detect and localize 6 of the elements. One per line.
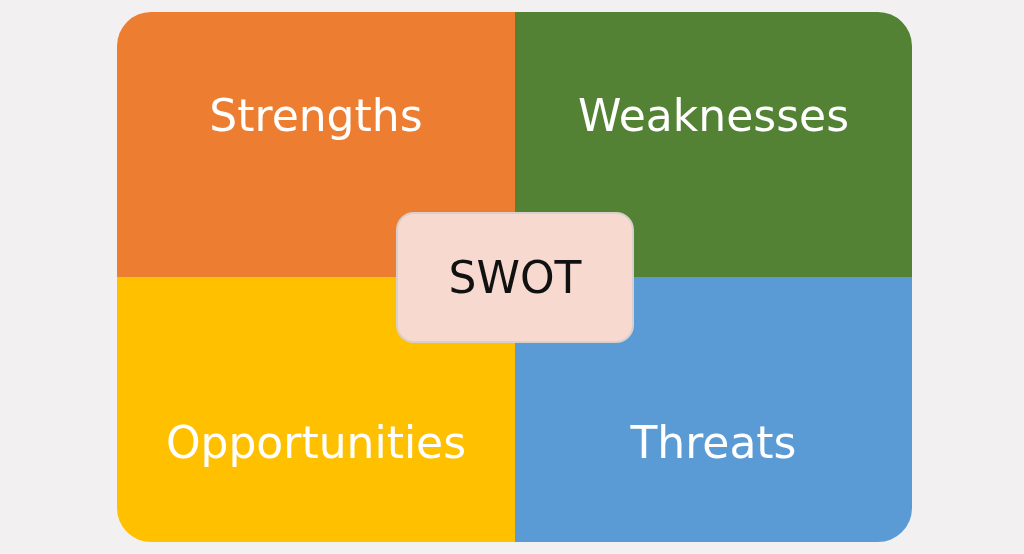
quadrant-heading: Strengths — [209, 90, 423, 141]
center-box — [396, 212, 634, 343]
quadrant-heading: Opportunities — [165, 417, 467, 468]
quadrant-heading: Weaknesses — [577, 90, 850, 141]
center-label: SWOT — [448, 252, 582, 303]
quadrant-heading: Threats — [630, 417, 797, 468]
